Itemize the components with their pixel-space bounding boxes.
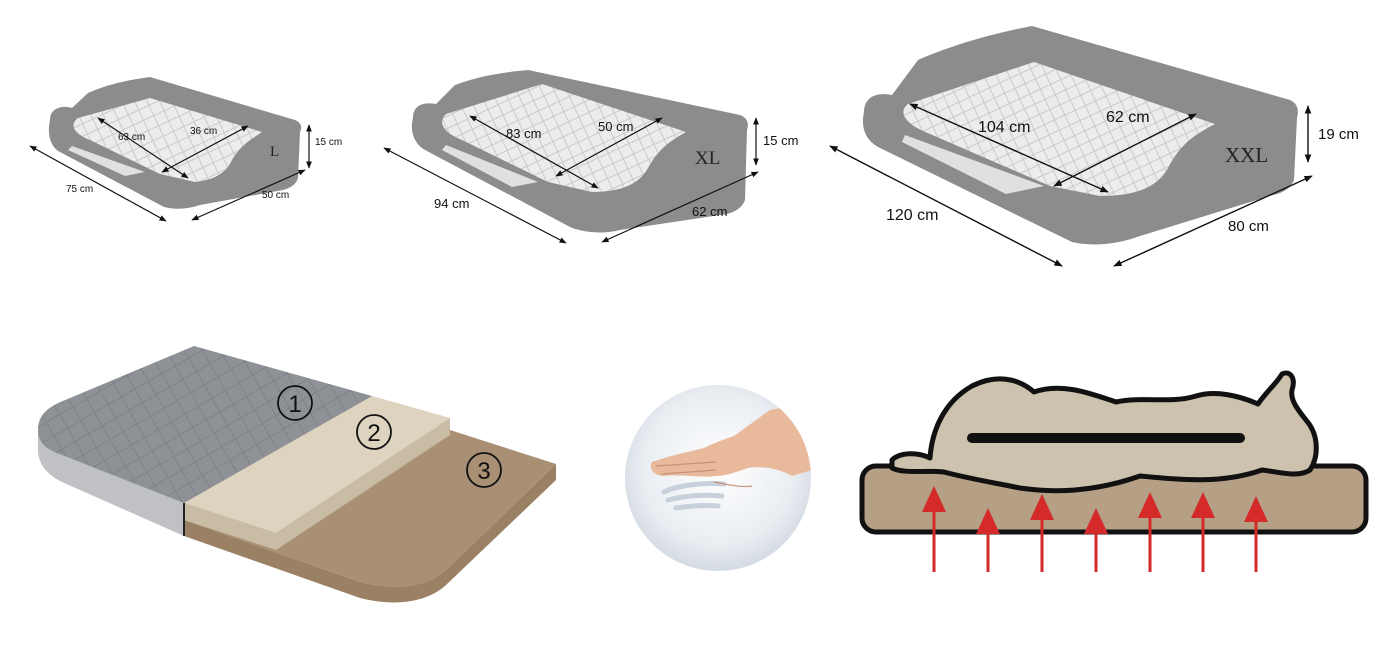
support-arrow-icon xyxy=(1244,496,1268,572)
bed-xl-outer-width-arrow xyxy=(601,171,759,243)
dog-silhouette xyxy=(889,370,1319,494)
layer-3-side xyxy=(184,464,556,603)
bed-xl-inner-width: 50 cm xyxy=(598,119,633,134)
bed-l: 63 cm 36 cm L 15 cm 75 cm 50 cm xyxy=(29,77,342,222)
hand-fingers xyxy=(655,461,753,488)
support-arrow-icon xyxy=(1138,492,1162,572)
layer-3-badge xyxy=(466,452,502,488)
layer-1-badge xyxy=(277,385,313,421)
dog-lying-on-mattress-icon xyxy=(859,370,1369,572)
bed-xxl-outer-length-arrow xyxy=(829,145,1063,267)
hand-imprint xyxy=(661,481,727,511)
bed-xxl: 104 cm 62 cm XXL 19 cm 120 cm 80 cm xyxy=(829,26,1359,267)
bed-xl-outer-length-arrow xyxy=(383,147,567,244)
layer-3-number: 3 xyxy=(477,458,490,485)
support-arrow-icon xyxy=(976,508,1000,572)
bed-xxl-outer-width-arrow xyxy=(1113,175,1313,267)
bed-xxl-size: XXL xyxy=(1225,143,1268,167)
bed-xl-height: 15 cm xyxy=(763,133,798,148)
bed-l-inner-width: 36 cm xyxy=(190,126,217,137)
bed-l-height: 15 cm xyxy=(315,137,342,148)
support-arrow-icon xyxy=(1084,508,1108,572)
bed-l-outer-length-arrow xyxy=(29,145,167,222)
bed-xl-inner-width-arrow xyxy=(555,117,663,177)
bed-xxl-outer-length: 120 cm xyxy=(886,207,938,224)
bed-l-inner-width-arrow xyxy=(161,125,249,173)
bed-xxl-inner-length: 104 cm xyxy=(978,119,1030,136)
bed-xxl-inner-width-arrow xyxy=(1053,113,1197,187)
bed-xl-outer-length: 94 cm xyxy=(434,196,469,211)
bed-xxl-height: 19 cm xyxy=(1318,126,1359,143)
layered-mattress: 1 2 3 xyxy=(38,346,556,603)
layer-1-top xyxy=(38,346,372,503)
layer-2-badge xyxy=(356,414,392,450)
hand-pressing-memory-foam-icon xyxy=(625,385,811,571)
bed-xxl-outer-width: 80 cm xyxy=(1228,218,1269,235)
layer-2-top xyxy=(184,396,450,533)
bed-xl-size: XL xyxy=(695,148,720,169)
layer-1-number: 1 xyxy=(288,391,301,418)
bed-xl: 83 cm 50 cm XL 15 cm 94 cm 62 cm xyxy=(383,70,798,244)
bed-l-outer-width-arrow xyxy=(191,169,306,221)
support-arrow-icon xyxy=(922,486,946,572)
layer-2-number: 2 xyxy=(367,420,380,447)
bed-l-size: L xyxy=(270,144,279,160)
bed-xl-outer-width: 62 cm xyxy=(692,204,727,219)
support-arrow-icon xyxy=(1191,492,1215,572)
hand xyxy=(650,404,811,477)
bed-l-inner-length: 63 cm xyxy=(118,132,145,143)
bed-l-outer-length: 75 cm xyxy=(66,184,93,195)
support-arrows xyxy=(922,486,1268,572)
bed-l-outer-width: 50 cm xyxy=(262,190,289,201)
bed-xl-inner-length: 83 cm xyxy=(506,126,541,141)
support-arrow-icon xyxy=(1030,494,1054,572)
bed-xxl-inner-width: 62 cm xyxy=(1106,109,1150,126)
